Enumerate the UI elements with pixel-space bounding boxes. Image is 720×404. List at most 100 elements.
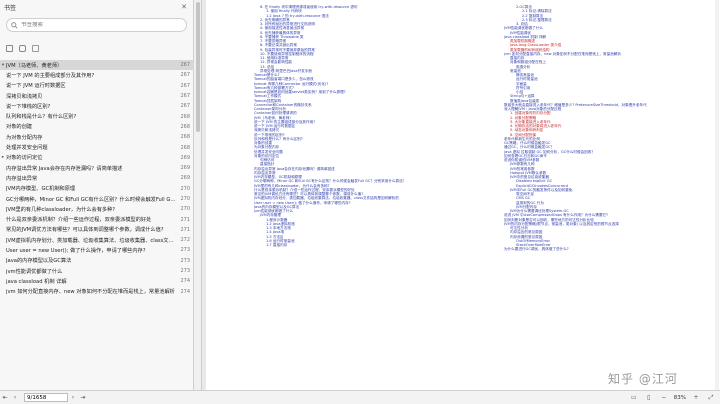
- toc-entry[interactable]: GC策略，什么时候会触发GC: [504, 141, 551, 145]
- scrollbar-thumb[interactable]: [196, 2, 200, 132]
- bookmark-item[interactable]: 说一下 JVM 的主要组成部分及其作用?267: [0, 70, 194, 80]
- bookmark-item[interactable]: 队列和栈是什么？有什么区别?268: [0, 111, 194, 121]
- toc-entry[interactable]: 3. 大对象直接进入老年代: [510, 119, 551, 124]
- expand-arrow-icon[interactable]: ▾: [1, 62, 5, 68]
- toc-entry[interactable]: java 虚拟 拉取强制 GC 如何分析，GC什么时候会回收？: [504, 149, 595, 154]
- bookmark-expand-icon[interactable]: [32, 44, 39, 52]
- fit-page-icon[interactable]: ⤢: [708, 393, 714, 401]
- page-scrollbar[interactable]: [715, 0, 719, 390]
- toc-entry[interactable]: java classload 机制 详解: [504, 34, 546, 39]
- toc-entry[interactable]: 深拷贝和浅拷贝: [254, 128, 280, 133]
- bookmark-item[interactable]: 说一下堆栈的区别?267: [0, 101, 194, 111]
- toc-entry[interactable]: StackOverflowError: [516, 243, 551, 247]
- toc-entry[interactable]: 3. 对所有抛出的异常进行文档说明: [260, 22, 315, 26]
- toc-entry[interactable]: jvm 如何分配直接内存、new 对象如何不分配在堆而是栈上，常量池解析: [504, 51, 621, 56]
- toc-entry[interactable]: 说一下 JVM 的主要组成部分及其作用?: [254, 119, 316, 124]
- toc-entry[interactable]: 2.1 标记-清除算法: [522, 9, 552, 14]
- toc-entry[interactable]: 1. 使用 finally 代码块: [266, 9, 302, 14]
- toc-entry[interactable]: Hotspot JVM默认参数: [510, 170, 547, 175]
- toc-entry[interactable]: tomcat容器是如何创建servlet类实例？用到了什么原理?: [254, 90, 346, 94]
- next-page-icon[interactable]: ›: [71, 394, 75, 401]
- bookmark-item[interactable]: ▾JVM（马老师、黄老师）267: [0, 60, 194, 71]
- toc-entry[interactable]: 类加载器的树状组织结构: [510, 47, 550, 52]
- toc-entry[interactable]: Container架构分析: [254, 107, 286, 111]
- toc-entry[interactable]: 直接内存: [510, 56, 525, 60]
- bookmark-list-icon[interactable]: [6, 44, 13, 52]
- toc-entry[interactable]: 说一下堆栈的区别?: [254, 132, 285, 137]
- zoom-level[interactable]: 83%: [673, 394, 686, 401]
- toc-entry[interactable]: 如何查看GC日志和GC命令: [504, 153, 547, 158]
- first-page-icon[interactable]: ⇤: [2, 394, 8, 401]
- bookmark-item[interactable]: 常见的JVM调优方法有哪些？可以具体到调整哪个参数，调成什么值?271: [0, 225, 194, 235]
- bookmark-item[interactable]: JVM里的有几种classloader，为什么会有多种?270: [0, 204, 194, 214]
- toc-entry[interactable]: 5. 动态对象年龄判定: [510, 128, 544, 133]
- toc-entry[interactable]: tomcat 有哪几种Connector 运行模式(优化)?: [254, 81, 329, 86]
- toc-entry[interactable]: Disabled explicit GC: [516, 179, 553, 184]
- toc-entry[interactable]: jvm性能调优都做了什么: [254, 209, 293, 213]
- toc-entry[interactable]: 1.6 运行时常量池: [266, 238, 295, 243]
- toc-entry[interactable]: 2. 对象分配策略: [510, 115, 537, 120]
- toc-entry[interactable]: 静态常量池: [516, 73, 534, 77]
- toc-entry[interactable]: 内存溢出的常见原因: [510, 230, 543, 235]
- toc-entry[interactable]: 通过GC，什么时候会触发GC？: [504, 145, 555, 150]
- toc-entry[interactable]: JVM的内存分配策略(根节点，常量池，类对象) 以及其区别的根节点选择: [504, 221, 619, 226]
- toc-entry[interactable]: 13. 总结: [260, 64, 275, 69]
- bookmark-search-box[interactable]: [6, 18, 187, 32]
- bookmark-item[interactable]: JVM虚拟机内存划分、类加载器、垃圾收集算法、垃圾收集器、class文件结构是如…: [0, 235, 194, 245]
- toc-entry[interactable]: 2.2 复制算法: [522, 13, 544, 18]
- toc-entry[interactable]: 字面量: [516, 81, 527, 86]
- toc-entry[interactable]: 4. 长期存活的对象将进入老年代: [510, 124, 562, 128]
- toc-entry[interactable]: CMS GC: [516, 196, 531, 201]
- toc-entry[interactable]: 1. 创建对象时的内存分配: [510, 111, 551, 116]
- toc-entry[interactable]: 1.7 直接内存: [266, 243, 288, 247]
- toc-entry[interactable]: 3. 总结: [516, 22, 528, 26]
- toc-entry[interactable]: 对象的访问定位: [254, 153, 280, 158]
- toc-entry[interactable]: JVM中Full GC的触发条件以及如何避免: [510, 187, 573, 192]
- sidebar-scrollbar[interactable]: [194, 0, 202, 390]
- toc-entry[interactable]: 6. 空间分配担保: [510, 132, 537, 137]
- toc-entry[interactable]: Tomcat顶层架构: [254, 98, 282, 103]
- toc-entry[interactable]: 什么是双亲委派机制？介绍一些运作过程，双亲委派模型的好处: [254, 187, 355, 192]
- toc-entry[interactable]: 深入理解JVM : Java对象的分配过程: [504, 107, 562, 111]
- toc-entry[interactable]: 常见的JVM调优方法有哪些？可以具体到调整哪个参数，调成什么值?: [254, 192, 364, 196]
- toc-entry[interactable]: 运行时常量池: [516, 77, 538, 82]
- toc-entry[interactable]: 逃逸分析: [516, 64, 531, 69]
- expand-arrow-icon[interactable]: ▸: [1, 155, 5, 161]
- toc-entry[interactable]: JVM内存模型、GC机制和原理: [254, 175, 302, 179]
- toc-entry[interactable]: Tomcat是什么?: [254, 73, 280, 77]
- toc-entry[interactable]: JVM（马老师、黄老师）: [254, 115, 293, 120]
- toc-entry[interactable]: OutOfMemoryError: [516, 238, 550, 243]
- toc-entry[interactable]: User user = new User(); 做了什么操作，申请了哪些内存?: [254, 200, 351, 205]
- toc-entry[interactable]: ExplicitGCInvokesConcurrent: [516, 183, 569, 188]
- toc-entry[interactable]: Container如何处理请求的: [254, 111, 297, 116]
- toc-entry[interactable]: 2.GC算法: [516, 5, 532, 9]
- bookmark-item[interactable]: User user = new User(); 做了什么操作，申请了哪些内存?2…: [0, 245, 194, 255]
- toc-entry[interactable]: JVM里的有几种classloader，为什么会有多种?: [254, 183, 330, 188]
- toc-entry[interactable]: 1.2 Java 7 的 try-with-resource 语法: [266, 13, 329, 18]
- toc-entry[interactable]: 数值类Java包装类: [510, 98, 540, 103]
- toc-entry[interactable]: 说说你知道的JVM参数: [504, 158, 540, 162]
- toc-entry[interactable]: java.lang.ClassLoader 类介绍: [510, 43, 562, 48]
- toc-entry[interactable]: 2.3 标记-整理算法: [522, 17, 552, 22]
- zoom-in-icon[interactable]: +: [693, 394, 699, 401]
- toc-entry[interactable]: 堆空间不足: [516, 192, 534, 196]
- toc-entry[interactable]: Tomcat的缺省端口是多少，怎么修改: [254, 77, 314, 82]
- toc-entry[interactable]: Java的内存模型以及GC算法: [254, 204, 300, 209]
- toc-entry[interactable]: 直接指针: [260, 162, 275, 167]
- zoom-out-icon[interactable]: −: [661, 394, 667, 401]
- toc-entry[interactable]: 老年代和新生代的比例: [504, 136, 540, 141]
- toc-entry[interactable]: 为什么要进行GC调优，具体做了些什么?: [504, 247, 569, 252]
- toc-entry[interactable]: String与+运算: [510, 94, 535, 99]
- bookmark-add-icon[interactable]: [19, 44, 26, 52]
- toc-entry[interactable]: 5. 优先捕获最具体的异常: [260, 30, 301, 35]
- toc-entry[interactable]: GC分哪两种，Minor GC 和Full GC有什么区别？什么时候会触发Ful…: [254, 179, 404, 184]
